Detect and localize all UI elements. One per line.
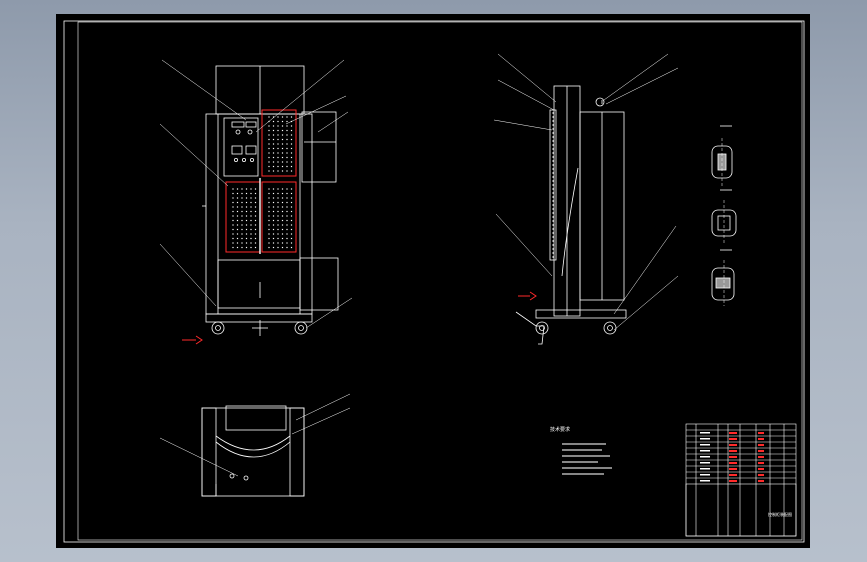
cabinet-base — [205, 313, 313, 323]
side-base — [535, 309, 627, 319]
title-block-name: 控制柜装配图 — [768, 511, 792, 517]
lifting-eye — [595, 97, 605, 107]
lower-compartment — [217, 259, 301, 309]
drawing-frame — [77, 21, 803, 541]
front-view — [159, 59, 353, 345]
notes-title: 技术要求 — [550, 426, 570, 433]
top-view-outline — [201, 407, 305, 497]
technical-notes: 技术要求 — [550, 426, 612, 475]
section-details — [711, 125, 737, 306]
title-block: 控制柜装配图 — [685, 423, 797, 537]
side-box — [301, 111, 337, 183]
caster-left — [211, 321, 225, 335]
top-view — [159, 393, 351, 497]
side-view — [493, 53, 679, 345]
side-dimension-mark — [518, 291, 537, 301]
instrument-panel — [223, 117, 259, 177]
terminal-dots — [232, 116, 293, 249]
drawing-sheet: 技术要求 控制柜装配图 — [56, 14, 810, 548]
front-dimension-mark — [182, 335, 203, 345]
caster-right — [294, 321, 308, 335]
inner-border — [63, 20, 805, 543]
cad-drawing: 技术要求 控制柜装配图 — [63, 20, 805, 543]
